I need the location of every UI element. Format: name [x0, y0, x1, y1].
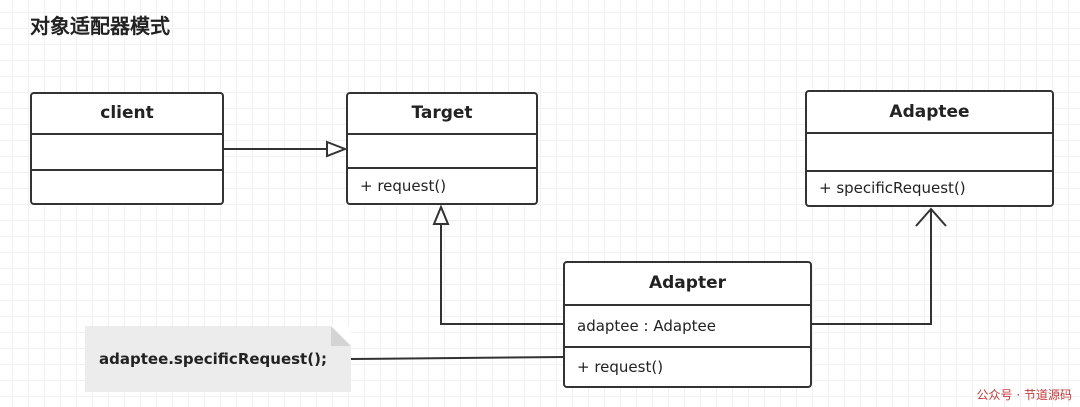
class-client-attributes — [32, 135, 222, 171]
class-adapter-name: Adapter — [565, 263, 810, 306]
class-client-operations — [32, 171, 222, 203]
note-anchor-line — [350, 356, 565, 360]
generalization-adapter-target[interactable] — [432, 204, 564, 325]
class-target-name: Target — [348, 94, 536, 135]
class-target-operations: + request() — [360, 177, 447, 195]
note-text: adaptee.specificRequest(); — [99, 350, 327, 368]
class-adaptee[interactable]: Adaptee + specificRequest() — [805, 90, 1054, 207]
class-adaptee-attributes — [807, 134, 1052, 172]
class-adapter[interactable]: Adapter adaptee : Adaptee + request() — [563, 261, 812, 388]
association-adapter-adaptee[interactable] — [811, 207, 947, 325]
class-adapter-attributes: adaptee : Adaptee — [565, 306, 810, 348]
open-arrow-icon — [915, 207, 947, 227]
watermark: 公众号 · 节道源码 — [976, 388, 1072, 402]
note-comment[interactable]: adaptee.specificRequest(); — [85, 326, 351, 392]
diagram-title: 对象适配器模式 — [30, 14, 170, 38]
triangle-arrow-icon — [432, 204, 450, 225]
note-fold-corner — [331, 326, 351, 346]
association-client-target[interactable] — [223, 140, 348, 158]
class-adaptee-operations: + specificRequest() — [819, 179, 966, 197]
class-target-attributes — [348, 135, 536, 169]
class-target[interactable]: Target + request() — [346, 92, 538, 205]
hollow-arrow-icon — [326, 140, 348, 158]
class-client[interactable]: client — [30, 92, 224, 205]
class-client-name: client — [32, 94, 222, 135]
class-adapter-operations: + request() — [577, 358, 664, 376]
class-adaptee-name: Adaptee — [807, 92, 1052, 134]
